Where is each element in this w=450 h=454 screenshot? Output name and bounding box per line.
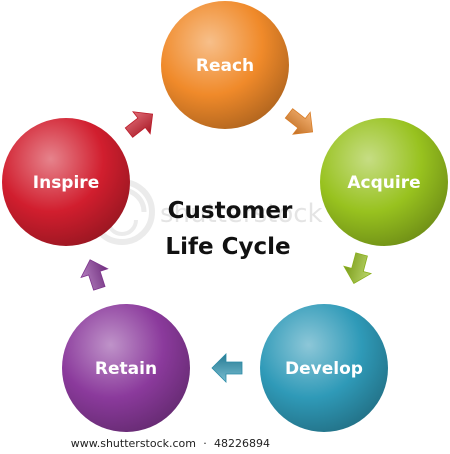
arrow-reach-to-acquire-icon (284, 108, 314, 135)
center-title-line-1: Customer (168, 198, 293, 224)
node-inspire-circle (2, 118, 130, 246)
cycle-arrows (80, 108, 373, 383)
arrow-inspire-to-reach-icon (124, 111, 154, 138)
arrow-develop-to-retain-icon (211, 353, 243, 383)
watermark-text: shutterstock (160, 199, 323, 229)
footer-image-number: 48226894 (214, 437, 270, 450)
node-reach-label: Reach (196, 56, 254, 76)
node-retain-label: Retain (95, 359, 157, 379)
arrow-acquire-to-develop-icon (343, 252, 373, 285)
node-inspire: Inspire (2, 118, 130, 246)
node-inspire-label: Inspire (33, 173, 99, 193)
footer-separator: · (203, 437, 207, 450)
arrow-retain-to-inspire-icon (80, 259, 109, 291)
center-title-line-2: Life Cycle (165, 234, 290, 260)
node-reach: Reach (161, 1, 289, 129)
node-acquire-circle (320, 118, 448, 246)
node-acquire-label: Acquire (347, 173, 420, 193)
node-retain-circle (62, 304, 190, 432)
center-title: Customer Life Cycle (165, 198, 293, 260)
watermark: shutterstock (89, 179, 323, 245)
footer: www.shutterstock.com · 48226894 (0, 432, 450, 454)
node-reach-circle (161, 1, 289, 129)
node-retain: Retain (62, 304, 190, 432)
node-acquire: Acquire (320, 118, 448, 246)
cycle-nodes: Reach Acquire Develop Retain Inspire (2, 1, 448, 432)
node-develop: Develop (260, 304, 388, 432)
node-develop-label: Develop (285, 359, 363, 379)
node-develop-circle (260, 304, 388, 432)
footer-site: www.shutterstock.com (71, 437, 196, 450)
